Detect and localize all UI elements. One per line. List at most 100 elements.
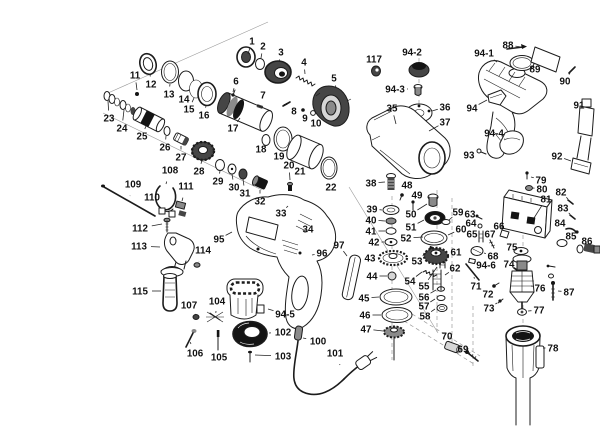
part-94-6-tab <box>468 257 476 265</box>
leader-line-28 <box>200 159 203 164</box>
part-label-51: 51 <box>406 222 417 233</box>
part-8-screw <box>282 101 291 107</box>
part-17-tool-holder-barrel <box>217 92 273 132</box>
part-92-guard-foot <box>570 157 592 175</box>
leader-line-107 <box>194 313 197 316</box>
part-63l-screw <box>475 214 483 220</box>
part-label-107: 107 <box>181 300 198 311</box>
leader-line-5 <box>335 85 337 89</box>
part-label-44: 44 <box>367 271 378 282</box>
leader-line-20 <box>289 172 291 181</box>
part-label-11: 11 <box>130 70 141 81</box>
part-76-armature <box>509 254 535 311</box>
part-label-55: 55 <box>419 281 430 292</box>
part-label-17: 17 <box>228 123 239 134</box>
part-12-retainer-ring <box>138 52 158 76</box>
part-label-82: 82 <box>556 187 567 198</box>
leader-line-25 <box>144 125 147 130</box>
leader-line-53 <box>422 251 428 257</box>
part-label-81: 81 <box>541 194 552 205</box>
part-61-clutch-gear <box>422 246 450 266</box>
part-label-48: 48 <box>402 180 413 191</box>
part-label-49: 49 <box>412 190 423 201</box>
part-11-ball <box>135 92 139 96</box>
part-label-21: 21 <box>295 166 306 177</box>
part-label-93: 93 <box>464 150 475 161</box>
part-label-39: 39 <box>367 204 378 215</box>
part-label-25: 25 <box>137 131 148 142</box>
part-51-bearing <box>424 211 446 225</box>
part-label-53: 53 <box>412 256 423 267</box>
part-label-52: 52 <box>401 233 412 244</box>
part-86-cord-clamp <box>576 243 600 254</box>
part-label-104: 104 <box>209 296 226 307</box>
part-label-2: 2 <box>260 41 266 52</box>
part-label-22: 22 <box>326 182 337 193</box>
part-label-63: 63 <box>465 209 476 220</box>
part-64l-washer <box>477 223 483 229</box>
leader-line-57 <box>430 298 436 303</box>
part-label-66: 66 <box>494 221 505 232</box>
part-106-screw <box>185 329 197 348</box>
part-44-ball <box>387 271 397 281</box>
part-label-88: 88 <box>503 40 514 51</box>
leader-line-94-5 <box>267 308 274 311</box>
part-label-117: 117 <box>366 54 382 65</box>
leader-line-103 <box>254 354 272 356</box>
part-63r-64r-screws <box>546 264 556 279</box>
part-label-83: 83 <box>558 203 569 214</box>
part-label-8: 8 <box>291 106 297 117</box>
part-label-100: 100 <box>310 336 327 347</box>
part-40-washer <box>385 217 397 225</box>
part-label-30: 30 <box>229 182 240 193</box>
leader-line-6 <box>232 88 235 93</box>
part-5-front-housing <box>312 85 352 127</box>
part-68-cam <box>470 246 484 256</box>
leader-line-23 <box>107 100 109 111</box>
part-84-clamp <box>565 227 579 234</box>
part-label-73: 73 <box>484 303 495 314</box>
part-label-67: 67 <box>485 229 496 240</box>
part-94-3-plug <box>413 84 423 96</box>
part-inner-housing-bottom <box>226 278 265 320</box>
part-113-flange-dome <box>160 266 184 277</box>
leader-line-50 <box>417 203 428 211</box>
part-38-bolt <box>386 173 396 190</box>
part-29-washer <box>215 159 225 171</box>
part-94-grip-bracket <box>487 89 507 106</box>
part-label-78: 78 <box>548 343 559 354</box>
leader-line-35 <box>393 115 397 125</box>
leader-line-59 <box>448 216 453 221</box>
part-67-spring <box>488 239 496 249</box>
leader-line-82 <box>566 197 569 200</box>
part-label-75: 75 <box>507 242 518 253</box>
part-label-20: 20 <box>284 160 295 171</box>
leader-line-54 <box>415 271 423 277</box>
part-label-91: 91 <box>574 100 585 111</box>
part-22-o-ring <box>320 156 338 180</box>
part-label-5: 5 <box>331 73 337 84</box>
part-24-rings <box>119 100 136 115</box>
part-9-pin <box>301 108 305 112</box>
part-25-piston-shaft <box>132 106 166 133</box>
leader-line-88 <box>515 45 522 48</box>
part-label-46: 46 <box>360 310 371 321</box>
part-label-32: 32 <box>255 196 266 207</box>
leader-line-51 <box>417 219 425 224</box>
part-72-pin <box>492 282 500 288</box>
part-label-77: 77 <box>534 305 545 316</box>
part-105-pin <box>216 330 220 351</box>
part-42-washer <box>384 238 398 246</box>
leader-line-15 <box>191 97 195 103</box>
part-main-housing <box>235 194 337 330</box>
part-1-chuck-ring <box>236 46 256 68</box>
part-label-64: 64 <box>466 218 477 229</box>
part-80-nut <box>525 185 533 191</box>
leader-line-90 <box>568 72 571 75</box>
part-43-gear <box>377 249 409 267</box>
part-2-washer <box>255 58 265 70</box>
part-label-62: 62 <box>450 263 461 274</box>
part-115-side-grip <box>162 273 178 312</box>
part-label-47: 47 <box>361 324 372 335</box>
